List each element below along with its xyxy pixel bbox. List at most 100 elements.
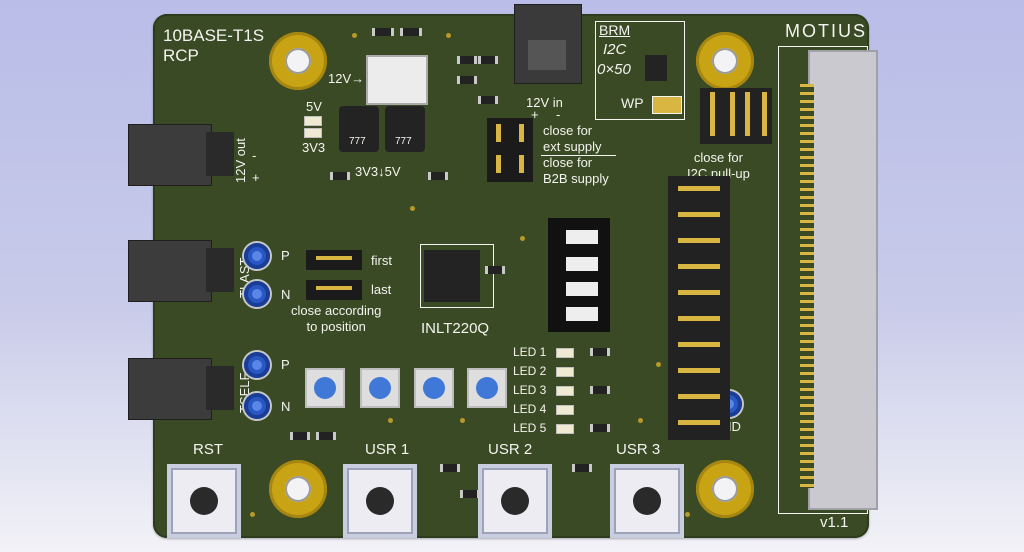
smd-capacitor: [428, 172, 448, 180]
led-button-4[interactable]: [467, 368, 507, 408]
label-tlast-n: N: [281, 287, 291, 302]
led-2: [556, 367, 574, 377]
reset-button[interactable]: [171, 468, 237, 534]
power-led-3v3: [304, 128, 322, 138]
label-12v-out: 12V out: [233, 138, 248, 183]
smd-resistor: [590, 348, 610, 356]
label-brm: BRM: [599, 22, 631, 38]
smd-capacitor: [457, 76, 477, 84]
label-12v-in: 12V in: [526, 95, 563, 110]
supply-jumper-header[interactable]: [487, 118, 533, 182]
label-3v3: 3V3: [302, 140, 326, 155]
via: [656, 362, 661, 367]
i2c-pullup-pin: [762, 92, 767, 136]
smd-resistor: [590, 386, 610, 394]
label-rst: RST: [193, 441, 223, 458]
label-led-3: LED 3: [513, 383, 547, 397]
label-led-2: LED 2: [513, 364, 547, 378]
led-4: [556, 405, 574, 415]
label-close-b2b-supply: close for B2B supply: [543, 155, 609, 186]
user-button-3[interactable]: [614, 468, 680, 534]
via: [388, 418, 393, 423]
dip-switch-lever[interactable]: [566, 282, 598, 296]
connector-tself: [128, 358, 212, 420]
smd-capacitor: [330, 172, 350, 180]
termination-jumper-last[interactable]: [306, 280, 362, 300]
mounting-hole-bottom-left: [269, 460, 327, 518]
termination-pin: [316, 256, 352, 260]
via: [250, 512, 255, 517]
label-usr1: USR 1: [365, 441, 410, 458]
pin-header-row: [678, 394, 720, 399]
label-3v3-5v: 3V3↓5V: [355, 164, 401, 179]
label-i2c-address: 0×50: [597, 61, 631, 78]
label-12v-in-plus: +: [531, 107, 539, 122]
smd-capacitor: [478, 56, 498, 64]
user-button-1[interactable]: [347, 468, 413, 534]
label-12v-arrow: 12V→: [328, 71, 365, 86]
label-led-5: LED 5: [513, 421, 547, 435]
dip-switch-lever[interactable]: [566, 230, 598, 244]
connector-tself-pins: [206, 366, 234, 410]
via: [685, 512, 690, 517]
label-usr2: USR 2: [488, 441, 533, 458]
smd-resistor: [372, 28, 394, 36]
testpoint-tself-p[interactable]: [244, 352, 270, 378]
mounting-hole-bottom-right: [696, 460, 754, 518]
dc-jack-opening: [528, 40, 566, 70]
testpoint-tlast-n[interactable]: [244, 281, 270, 307]
eeprom-chip: [645, 55, 667, 81]
termination-pin: [316, 286, 352, 290]
label-led-4: LED 4: [513, 402, 547, 416]
testpoint-tself-n[interactable]: [244, 393, 270, 419]
label-phy: INLT220Q: [421, 320, 490, 337]
via: [352, 33, 357, 38]
i2c-pullup-pin: [730, 92, 735, 136]
supply-jumper-pin: [519, 155, 524, 173]
dip-switch-lever[interactable]: [566, 307, 598, 321]
led-5: [556, 424, 574, 434]
power-led-5v: [304, 116, 322, 126]
label-5v: 5V: [306, 99, 322, 114]
board-subtitle: RCP: [163, 46, 199, 65]
version-label: v1.1: [820, 514, 849, 531]
smd-capacitor: [572, 464, 592, 472]
supply-jumper-pin: [496, 124, 501, 142]
dip-switch-lever[interactable]: [566, 257, 598, 271]
inductor-2-mark: 777: [395, 136, 412, 147]
via: [520, 236, 525, 241]
label-12v-out-minus: -: [252, 148, 257, 163]
b2b-connector-pins: [800, 84, 814, 488]
label-led-1: LED 1: [513, 345, 547, 359]
smd-capacitor: [290, 432, 310, 440]
label-tlast-p: P: [281, 248, 290, 263]
inductor-1-mark: 777: [349, 136, 366, 147]
led-button-1[interactable]: [305, 368, 345, 408]
led-button-3[interactable]: [414, 368, 454, 408]
led-3: [556, 386, 574, 396]
label-tself-n: N: [281, 399, 291, 414]
smd-resistor: [400, 28, 422, 36]
user-button-2[interactable]: [482, 468, 548, 534]
label-close-according: close according to position: [291, 303, 382, 334]
pin-header-row: [678, 212, 720, 217]
eeprom-frame: [595, 21, 685, 120]
connector-12v-out: [128, 124, 212, 186]
smd-capacitor: [440, 464, 460, 472]
board-title: 10BASE-T1S: [163, 26, 265, 45]
led-button-2[interactable]: [360, 368, 400, 408]
pin-header-row: [678, 342, 720, 347]
smd-capacitor: [457, 56, 477, 64]
inductor-1: [339, 106, 379, 152]
pin-header-row: [678, 420, 720, 425]
smd-resistor: [590, 424, 610, 432]
termination-jumper-first[interactable]: [306, 250, 362, 270]
connector-tlast-pins: [206, 248, 234, 292]
label-12v-in-minus: -: [556, 107, 561, 122]
brand-logo: MOTIUS: [785, 21, 867, 41]
testpoint-tlast-p[interactable]: [244, 243, 270, 269]
phy-chip: [424, 250, 480, 302]
via: [638, 418, 643, 423]
label-i2c: I2C: [603, 41, 627, 58]
